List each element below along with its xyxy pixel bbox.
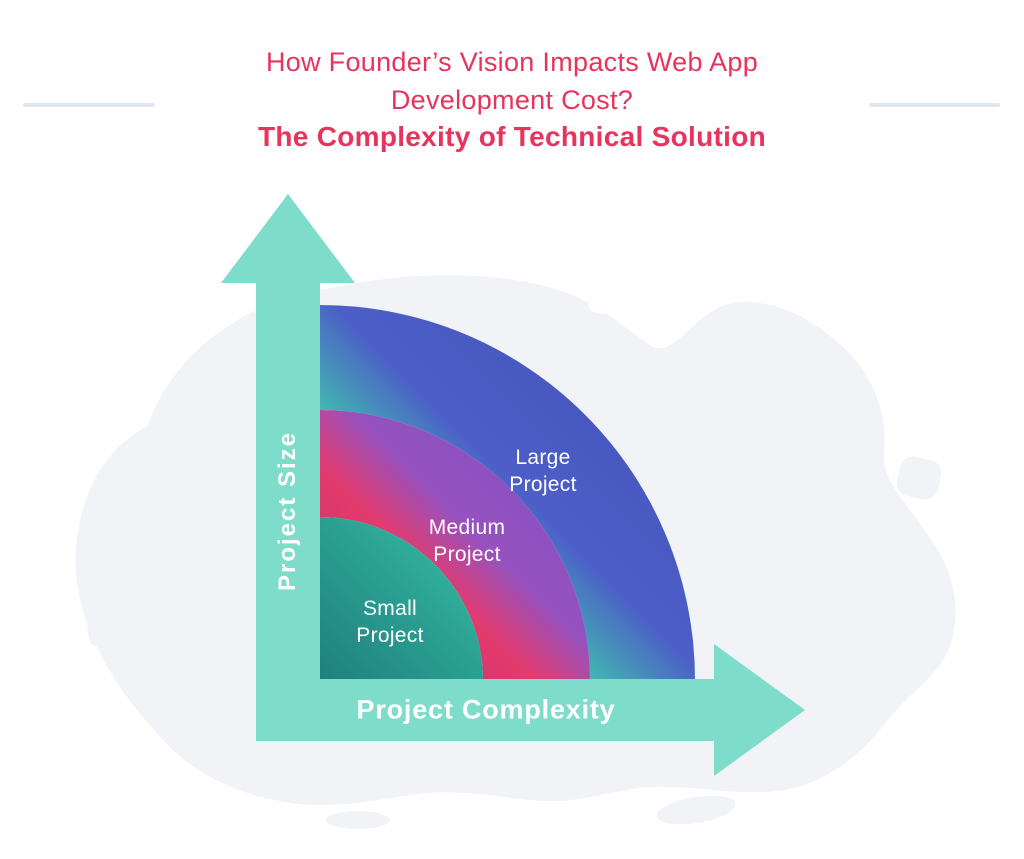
ring-small: [320, 517, 483, 680]
divider-left: [23, 103, 155, 107]
y-axis-label: Project Size: [274, 430, 301, 592]
page-title-line-3: The Complexity of Technical Solution: [257, 121, 767, 152]
blob-speck-bottom-1: [326, 811, 390, 829]
band-label-small: Small Project: [356, 597, 424, 647]
band-label-large: Large Project: [509, 446, 577, 496]
ring-large: [320, 305, 695, 680]
x-axis-arrow: [256, 644, 805, 776]
x-axis-label: Project Complexity: [356, 694, 616, 725]
blob-speck-top-2: [798, 323, 814, 333]
axes-arrows: [221, 194, 805, 776]
complexity-rings: [320, 305, 695, 680]
band-label-medium: Medium Project: [428, 516, 506, 566]
blob-speck-bottom-2: [656, 795, 736, 825]
blob-hole: [588, 287, 642, 315]
page-title-line-2: Development Cost?: [390, 85, 634, 115]
page-title-line-1: How Founder’s Vision Impacts Web App: [265, 47, 759, 77]
blob-speck-left: [87, 615, 121, 647]
divider-right: [869, 103, 1000, 107]
ring-medium: [320, 410, 590, 680]
y-axis-arrow: [221, 194, 355, 741]
blob-speck-right: [896, 456, 942, 500]
blob-speck-top-1: [755, 312, 789, 332]
